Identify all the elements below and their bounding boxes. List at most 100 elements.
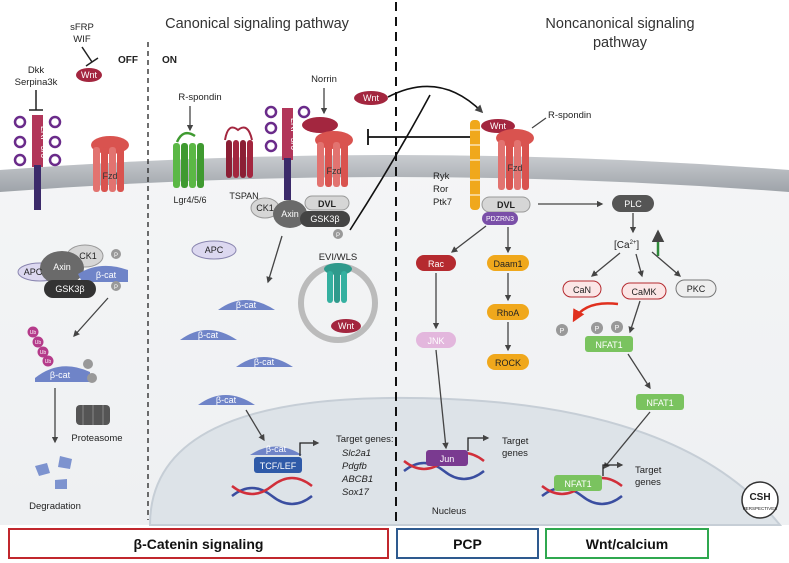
apc-off: APC: [24, 267, 43, 277]
ck1-on: CK1: [256, 203, 274, 213]
label-ryk: Ryk: [433, 171, 450, 182]
label-proteasome: Proteasome: [71, 433, 122, 444]
p-nfat-2-label: P: [615, 325, 620, 332]
bcat-off: β-cat: [96, 270, 117, 280]
p-nfat-2: [611, 321, 623, 333]
tspan-protein: [224, 126, 253, 178]
nfat-active: [636, 394, 684, 410]
ryk-ror-ptk7-receptor: [470, 120, 480, 210]
rhoa: [487, 304, 529, 320]
inhibition-line: [367, 129, 470, 145]
wnt-free: [354, 91, 388, 105]
lrp-receptor-off: [13, 115, 62, 210]
jnk: [416, 332, 456, 348]
fzd-off-label: Fzd: [102, 171, 117, 181]
arrow-ca-pkc: [651, 251, 681, 277]
label-tspan: TSPAN: [229, 191, 258, 201]
jun-label: Jun: [440, 454, 455, 464]
arrow-ca-can: [590, 252, 621, 277]
arrow-jnk-jun: [435, 349, 449, 450]
label-degradation: Degradation: [29, 501, 81, 512]
wnt-off: [76, 68, 102, 82]
heading-canonical: Canonical signaling pathway: [165, 16, 350, 32]
ubiquitinated-bcat: [27, 326, 97, 383]
label-off: OFF: [118, 55, 138, 66]
csh-logo: [741, 481, 779, 519]
label-wif: WIF: [73, 34, 91, 45]
transcription-arrow-pcp: [467, 434, 490, 451]
rac: [416, 255, 456, 271]
wnt-off-label: Wnt: [81, 70, 98, 80]
dvl-nc-label: DVL: [497, 200, 516, 210]
label-dkk: Dkk: [28, 65, 45, 76]
p-on: P: [336, 233, 340, 239]
pkc-label: PKC: [687, 284, 706, 294]
wnt-bound-canonical: [302, 117, 338, 133]
arrow-camk-nfat: [628, 300, 641, 334]
inhibit-sfrp: [81, 46, 99, 67]
label-evi: EVI/WLS: [319, 252, 358, 263]
label-rspondin-nc: R-spondin: [548, 110, 591, 121]
destruction-complex: [17, 244, 128, 298]
ub-3: Ub: [40, 350, 47, 356]
gsk-on: GSK3β: [310, 214, 339, 224]
footer-wnt-calcium: Wnt/calcium: [545, 528, 709, 559]
lgr-receptor: [173, 131, 204, 188]
bcat-nuclear: [250, 446, 302, 455]
nfat-active-label: NFAT1: [646, 398, 673, 408]
label-sfrp: sFRP: [70, 22, 94, 33]
ub-2: Ub: [35, 340, 42, 346]
gene-1: Slc2a1: [342, 448, 371, 459]
wnt-vesicle-label: Wnt: [338, 321, 355, 331]
rac-label: Rac: [428, 259, 445, 269]
p-nfat-1: [591, 322, 603, 334]
csh-logo-top: CSH: [749, 492, 770, 503]
arrow-to-nucleus: [245, 409, 265, 442]
bcat-ub: β-cat: [50, 370, 71, 380]
footer-pcp: PCP: [396, 528, 539, 559]
gsk-off: GSK3β: [55, 284, 84, 294]
p-free: [556, 324, 568, 336]
arrow-nfat-dephospho: [627, 353, 651, 390]
label-target-genes: Target genes:: [336, 434, 394, 445]
wnt-vesicle: [331, 319, 361, 333]
apc-on-label: APC: [205, 245, 224, 255]
plc-label: PLC: [624, 199, 642, 209]
label-norrin: Norrin: [311, 74, 337, 85]
wnt-crossover-line: [349, 94, 431, 231]
gene-2: Pdgfb: [342, 461, 367, 472]
label-pcp-target: Target: [502, 436, 529, 447]
tcf-lef: [254, 457, 302, 473]
heading-noncanonical-2: pathway: [593, 35, 648, 51]
transcription-arrow-canonical: [299, 439, 320, 456]
bcat-free-1: β-cat: [236, 300, 257, 310]
dvl-on: DVL: [318, 199, 337, 209]
gene-3: ABCB1: [341, 474, 373, 485]
jun: [426, 450, 468, 466]
wnt-crossover-arrow: [387, 85, 484, 114]
bcat-free-group: [180, 300, 293, 405]
ub-4: Ub: [45, 359, 52, 365]
tcf-lef-label: TCF/LEF: [260, 461, 297, 471]
label-ca-target: Target: [635, 465, 662, 476]
label-on: ON: [162, 55, 177, 66]
label-rspondin-on: R-spondin: [178, 92, 221, 103]
nfat-nuclear-label: NFAT1: [564, 479, 591, 489]
p-nfat-1-label: P: [595, 326, 600, 333]
p-off-1: P: [114, 253, 118, 259]
lrp-receptor-on: [264, 105, 311, 200]
rhoa-label: RhoA: [497, 308, 520, 318]
dephosphorylation-arrow: [572, 302, 619, 323]
bcat-free-3: β-cat: [254, 357, 275, 367]
wnt-free-label: Wnt: [363, 93, 380, 103]
can-label: CaN: [573, 285, 591, 295]
fzd-receptor-on: [315, 131, 353, 187]
arrow-rspondin-nc: [531, 117, 547, 129]
label-ptk7: Ptk7: [433, 197, 452, 208]
lrp-on-label: LRP 5/6: [289, 118, 299, 150]
daam1-label: Daam1: [493, 259, 522, 269]
proteasome-icon: [76, 405, 110, 425]
degradation-fragments: [35, 456, 72, 489]
arrow-ca-camk: [635, 253, 644, 278]
